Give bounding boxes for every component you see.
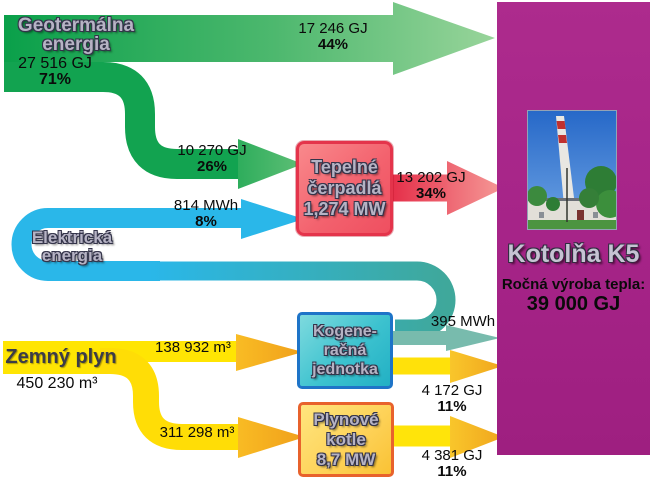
geothermal-total-value: 27 516 GJ (18, 55, 92, 72)
cogeneration-box: Kogene- račná jednotka (297, 312, 393, 389)
electricity-to-heatpumps-arrowhead-icon (241, 199, 304, 239)
plant-photo (527, 110, 617, 230)
geo-direct-value: 17 246 GJ (298, 20, 368, 37)
gas-boilers-label-line1: Plynové (313, 409, 379, 429)
gas-boilers-capacity: 8,7 MW (316, 449, 376, 469)
plant-subtitle: Ročná výroba tepla: (501, 276, 646, 293)
plant-total-heat: 39 000 GJ (526, 293, 621, 315)
geothermal-to-heatpumps-arrowhead-icon (238, 139, 303, 189)
heatpumps-output-arrowhead-icon (447, 161, 504, 215)
geo-to-hp-percent: 26% (196, 158, 228, 175)
boilers-heat-arrowhead-icon (450, 416, 504, 458)
plant-title: Kotolňa K5 (507, 240, 640, 268)
gas-boilers-label-line2: kotle (326, 429, 366, 449)
gas-to-boilers-band (97, 348, 240, 450)
heat-pumps-label-line2: čerpadlá (307, 178, 382, 198)
cogen-heat-percent: 11% (437, 398, 467, 415)
cogeneration-label-line2: račná (323, 342, 367, 359)
electricity-source-label: Elektrická energia (10, 229, 134, 265)
elec-to-hp-value: 814 MWh (173, 197, 239, 214)
heat-pumps-label-line1: Tepelné (311, 157, 378, 177)
boilers-heat-value: 4 381 GJ (421, 447, 483, 464)
geothermal-direct-arrowhead-icon (393, 2, 495, 75)
geothermal-to-heatpumps-band (4, 62, 240, 179)
electricity-label-line1: Elektrická (31, 228, 113, 247)
cogeneration-label-line1: Kogene- (313, 323, 377, 340)
hp-output-percent: 34% (415, 185, 447, 202)
cogen-electricity-value: 395 MWh (430, 313, 496, 330)
electricity-loop-band (11, 208, 263, 281)
plant-panel: Kotolňa K5 Ročná výroba tepla: 39 000 GJ (497, 2, 650, 455)
electricity-cogen-uturn-band (150, 261, 456, 339)
cogen-heat-arrowhead-icon (450, 350, 503, 383)
grass (527, 220, 617, 230)
cogeneration-label-line3: jednotka (312, 361, 378, 378)
gas-to-boilers-value: 311 298 m³ (159, 424, 235, 441)
gas-source-label: Zemný plyn (5, 346, 117, 368)
gas-boilers-box: Plynové kotle 8,7 MW (298, 402, 394, 477)
geothermal-source-label: Geotermálna energia (10, 16, 142, 54)
electricity-label-line2: energia (41, 246, 103, 265)
geo-direct-percent: 44% (317, 36, 349, 53)
cogen-electricity-arrowhead-icon (446, 325, 500, 351)
gas-to-cogen-value: 138 932 m³ (155, 339, 231, 356)
geothermal-total-percent: 71% (38, 71, 72, 88)
heat-pumps-capacity: 1,274 MW (303, 199, 386, 219)
gas-to-boilers-arrowhead-icon (238, 417, 305, 458)
cogen-heat-value: 4 172 GJ (421, 382, 483, 399)
elec-to-hp-percent: 8% (195, 213, 217, 230)
geothermal-label-line1: Geotermálna (17, 15, 135, 36)
hp-output-value: 13 202 GJ (396, 169, 466, 186)
boilers-heat-percent: 11% (437, 463, 467, 480)
heat-pumps-box: Tepelné čerpadlá 1,274 MW (296, 141, 393, 236)
gas-total-value: 450 230 m³ (16, 375, 98, 392)
geothermal-label-line2: energia (42, 34, 110, 55)
gas-to-cogen-arrowhead-icon (236, 334, 303, 371)
geo-to-hp-value: 10 270 GJ (177, 142, 247, 159)
